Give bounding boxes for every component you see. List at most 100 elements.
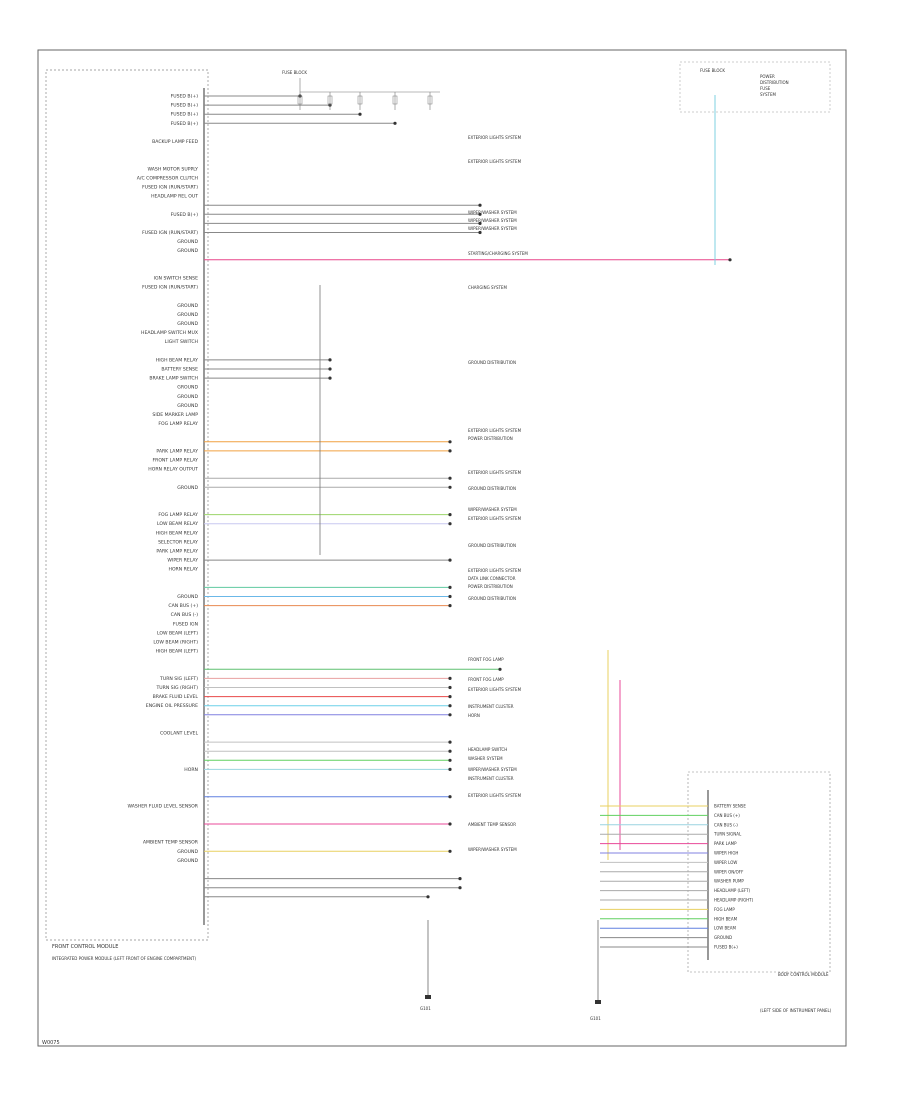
module-pin-label: HEADLAMP (RIGHT)	[714, 898, 754, 903]
pin-label: CAN BUS (-)	[171, 612, 199, 618]
connector-pin	[448, 685, 452, 690]
pin-label: WASH MOTOR SUPPLY	[148, 166, 199, 172]
pin-label: GROUND	[177, 385, 198, 391]
pin-label: ENGINE OIL PRESSURE	[146, 703, 198, 709]
connector-pin	[448, 676, 452, 681]
pin-label: PARK LAMP RELAY	[156, 448, 198, 454]
destination-label: CHARGING SYSTEM	[468, 285, 507, 290]
module-pin-label: WIPER ON/OFF	[714, 869, 744, 874]
pin-label: GROUND	[177, 403, 198, 409]
module-pin-label: BATTERY SENSE	[714, 804, 746, 809]
pin-label: BATTERY SENSE	[161, 367, 198, 373]
pin-label: WIPER RELAY	[167, 558, 198, 564]
module-pin-label: WIPER HIGH	[714, 851, 738, 856]
fuse-icon	[357, 95, 363, 105]
svg-text:POWER: POWER	[760, 74, 775, 79]
pin-label: GROUND	[177, 858, 198, 864]
module-pin-label: CAN BUS (-)	[714, 822, 738, 827]
destination-label: GROUND DISTRIBUTION	[468, 360, 516, 365]
connector-pin	[448, 740, 452, 744]
destination-label: STARTING/CHARGING SYSTEM	[468, 251, 528, 256]
pin-label: GROUND	[177, 321, 198, 327]
connector-pin	[448, 795, 452, 799]
svg-text:FUSE: FUSE	[760, 86, 771, 91]
connector-pin	[448, 558, 452, 562]
destination-label: WIPER/WASHER SYSTEM	[468, 507, 517, 512]
fuse-icon	[392, 95, 398, 105]
fuse-icon	[327, 95, 333, 105]
pin-label: SELECTOR RELAY	[158, 539, 198, 545]
destination-label: EXTERIOR LIGHTS SYSTEM	[468, 159, 522, 164]
top-fuse-block: FUSE BLOCK	[282, 70, 440, 110]
connector-pin	[448, 822, 452, 826]
pin-label: FUSED B(+)	[171, 121, 199, 127]
pin-label: LOW BEAM RELAY	[157, 521, 198, 527]
pin-label: FUSED IGN (RUN/START)	[142, 230, 198, 236]
pin-label: SIDE MARKER LAMP	[152, 412, 198, 418]
pin-label: FUSED B(+)	[171, 212, 199, 218]
destination-label: HEADLAMP SWITCH	[468, 747, 507, 752]
ground-symbols: G101 G101	[420, 920, 601, 1021]
svg-text:DISTRIBUTION: DISTRIBUTION	[760, 80, 789, 85]
pin-label: GROUND	[177, 594, 198, 600]
destination-label: EXTERIOR LIGHTS SYSTEM	[468, 793, 522, 798]
pin-label: FOG LAMP RELAY	[158, 421, 198, 427]
module-pin-label: HIGH BEAM	[714, 916, 738, 921]
connector-pin	[448, 767, 452, 772]
connector-pin	[498, 667, 502, 671]
connector-pin	[448, 604, 452, 608]
pin-label: HORN	[184, 767, 198, 773]
pin-label: GROUND	[177, 485, 198, 491]
module-pin-label: LOW BEAM	[714, 926, 736, 931]
module-pin-label: FUSED B(+)	[714, 945, 738, 950]
right-module-loc: (LEFT SIDE OF INSTRUMENT PANEL)	[760, 1008, 832, 1013]
destination-label: EXTERIOR LIGHTS SYSTEM	[468, 470, 522, 475]
destination-label: WASHER SYSTEM	[468, 756, 503, 761]
pin-label: FUSED B(+)	[171, 94, 199, 100]
pin-label: HIGH BEAM RELAY	[156, 530, 198, 536]
svg-text:SYSTEM: SYSTEM	[760, 92, 776, 97]
front-control-module-box	[45, 69, 209, 941]
pin-label: A/C COMPRESSOR CLUTCH	[137, 175, 198, 181]
pin-label: HIGH BEAM RELAY	[156, 357, 198, 363]
pin-label: GROUND	[177, 849, 198, 855]
pin-label: HIGH BEAM (LEFT)	[156, 649, 199, 655]
destination-label: INSTRUMENT CLUSTER	[468, 776, 514, 781]
module-pin-label: GROUND	[714, 935, 732, 940]
module-pin-label: WIPER LOW	[714, 860, 737, 865]
destination-label: WIPER/WASHER SYSTEM	[468, 226, 517, 231]
fuse-icon	[427, 95, 433, 105]
destination-label: GROUND DISTRIBUTION	[468, 596, 516, 601]
connector-pin	[728, 258, 732, 262]
destination-label: GROUND DISTRIBUTION	[468, 543, 516, 548]
pin-label: CAN BUS (+)	[168, 603, 198, 609]
pin-label: AMBIENT TEMP SENSOR	[143, 840, 199, 846]
ground-icon	[595, 1000, 601, 1004]
connector-pin	[358, 112, 362, 116]
pin-label: FUSED IGN (RUN/START)	[142, 285, 198, 291]
destination-label: GROUND DISTRIBUTION	[468, 486, 516, 491]
diagram-frame	[37, 49, 847, 1047]
pin-label: BACKUP LAMP FEED	[152, 139, 198, 145]
pin-label: FOG LAMP RELAY	[158, 512, 198, 518]
connector-pin	[448, 513, 452, 517]
pin-label: WASHER FLUID LEVEL SENSOR	[127, 803, 198, 809]
pin-label: FRONT LAMP RELAY	[152, 458, 198, 464]
connector-pin	[448, 476, 452, 480]
connector-pin	[448, 449, 452, 453]
connector-pin	[478, 212, 482, 216]
pin-label: LOW BEAM (RIGHT)	[153, 640, 198, 646]
pin-label: COOLANT LEVEL	[160, 731, 198, 737]
pin-label: GROUND	[177, 248, 198, 254]
connector-pin	[328, 358, 332, 362]
destination-label: EXTERIOR LIGHTS SYSTEM	[468, 568, 522, 573]
right-module-label: BODY CONTROL MODULE	[778, 972, 829, 977]
connector-pin	[328, 376, 332, 380]
pin-label: GROUND	[177, 239, 198, 245]
ground-label: G101	[420, 1006, 431, 1011]
destination-label: POWER DISTRIBUTION	[468, 436, 513, 441]
module-pin-label: HEADLAMP (LEFT)	[714, 888, 751, 893]
connector-pin	[458, 877, 462, 881]
